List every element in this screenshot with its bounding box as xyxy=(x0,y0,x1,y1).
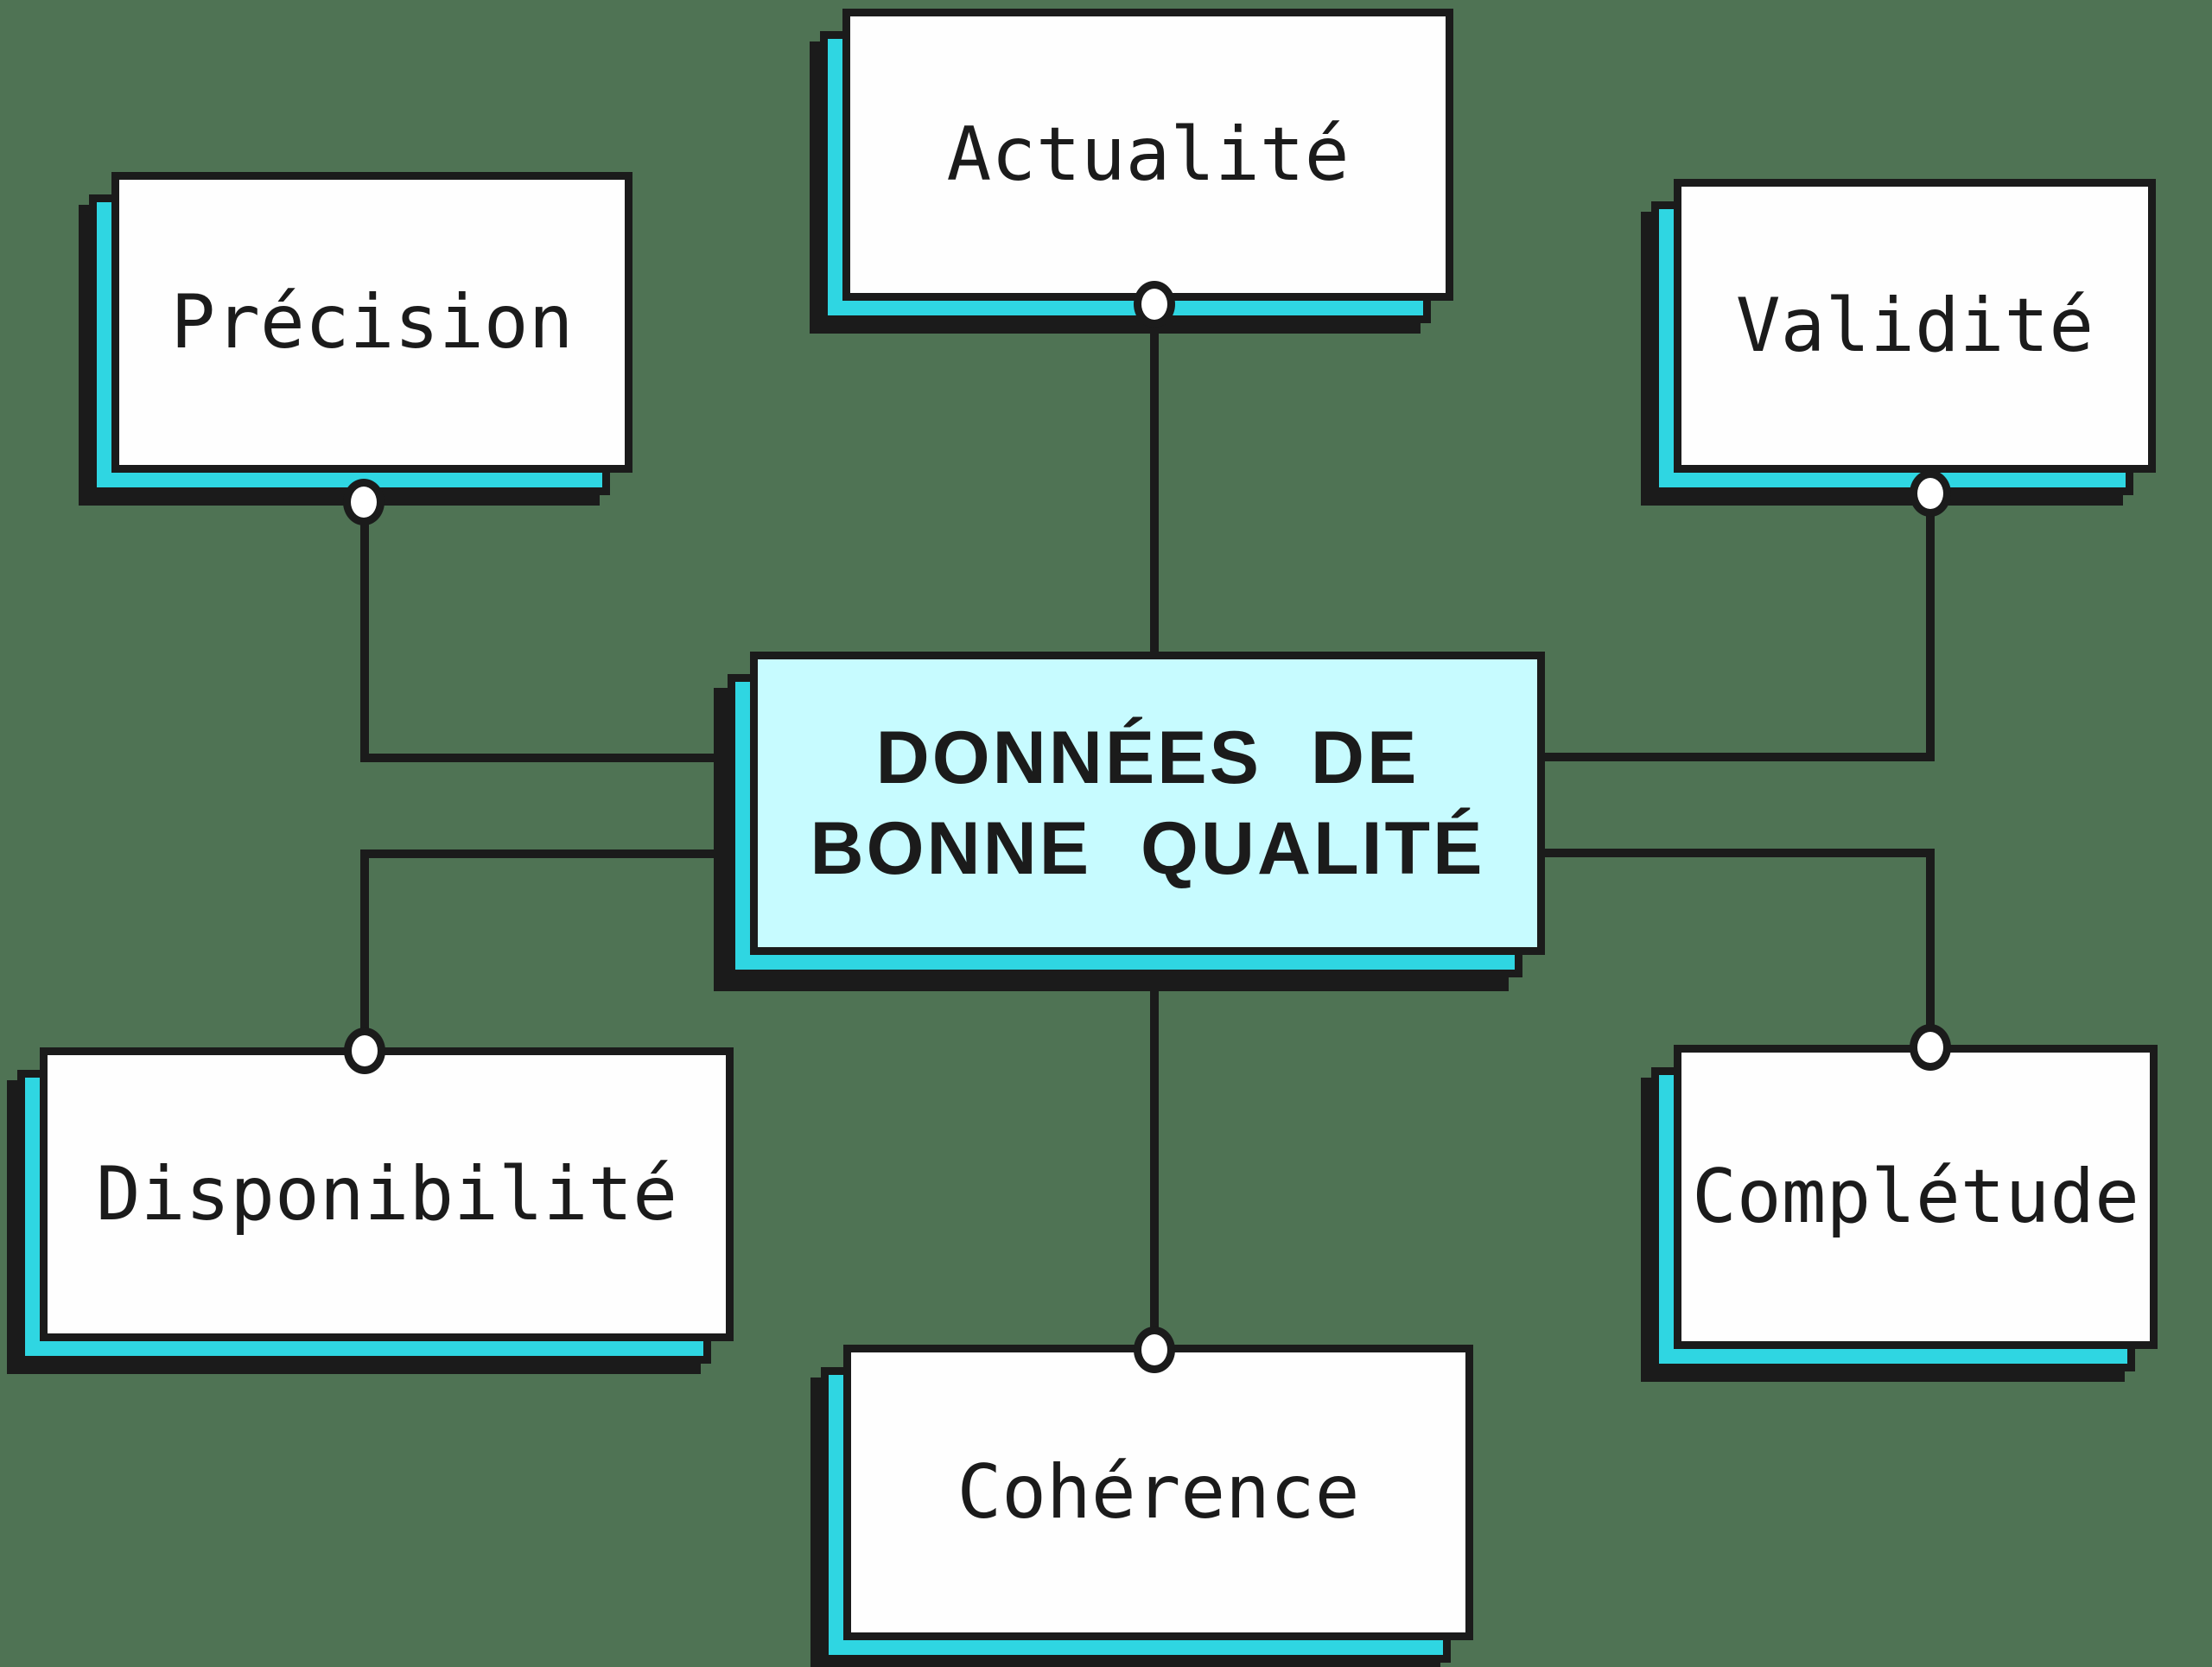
junction-dot-precision xyxy=(343,479,385,525)
disponibilite-label: Disponibilité xyxy=(95,1151,678,1238)
node-disponibilite: Disponibilité xyxy=(7,1047,734,1374)
coherence-box: Cohérence xyxy=(843,1345,1473,1640)
connector-completude-horizontal xyxy=(1521,849,1935,857)
completude-box: Complétude xyxy=(1674,1045,2158,1349)
connector-disponibilite-vertical xyxy=(360,849,369,1051)
node-completude: Complétude xyxy=(1641,1045,2158,1382)
connector-disponibilite-horizontal xyxy=(360,849,752,858)
actualite-label: Actualité xyxy=(946,111,1350,198)
connector-validite-vertical xyxy=(1926,493,1935,761)
connector-coherence-vertical xyxy=(1150,916,1159,1350)
completude-label: Complétude xyxy=(1692,1154,2139,1240)
junction-dot-actualite xyxy=(1134,281,1175,328)
node-precision: Précision xyxy=(79,172,632,506)
junction-dot-completude xyxy=(1910,1024,1951,1071)
node-actualite: Actualité xyxy=(810,9,1453,334)
node-center-donnees-de-bonne-qualite: DONNÉES DE BONNE QUALITÉ xyxy=(714,652,1545,991)
connector-validite-horizontal xyxy=(1521,753,1935,761)
center-label-line1: DONNÉES DE xyxy=(875,716,1420,799)
center-box: DONNÉES DE BONNE QUALITÉ xyxy=(750,652,1545,955)
precision-label: Précision xyxy=(170,279,574,366)
center-label-line2: BONNE QUALITÉ xyxy=(810,806,1485,890)
junction-dot-disponibilite xyxy=(344,1028,385,1074)
coherence-label: Cohérence xyxy=(957,1449,1360,1536)
precision-box: Précision xyxy=(111,172,632,473)
actualite-box: Actualité xyxy=(842,9,1453,301)
junction-dot-coherence xyxy=(1134,1327,1175,1373)
disponibilite-box: Disponibilité xyxy=(40,1047,734,1341)
connector-actualite-vertical xyxy=(1150,304,1159,693)
center-label: DONNÉES DE BONNE QUALITÉ xyxy=(810,713,1485,894)
node-validite: Validité xyxy=(1641,179,2156,506)
validite-label: Validité xyxy=(1735,283,2094,369)
connector-precision-horizontal xyxy=(360,754,752,762)
node-coherence: Cohérence xyxy=(810,1345,1473,1667)
junction-dot-validite xyxy=(1910,470,1951,517)
connector-completude-vertical xyxy=(1926,849,1935,1048)
connector-precision-vertical xyxy=(360,499,369,762)
validite-box: Validité xyxy=(1674,179,2156,473)
